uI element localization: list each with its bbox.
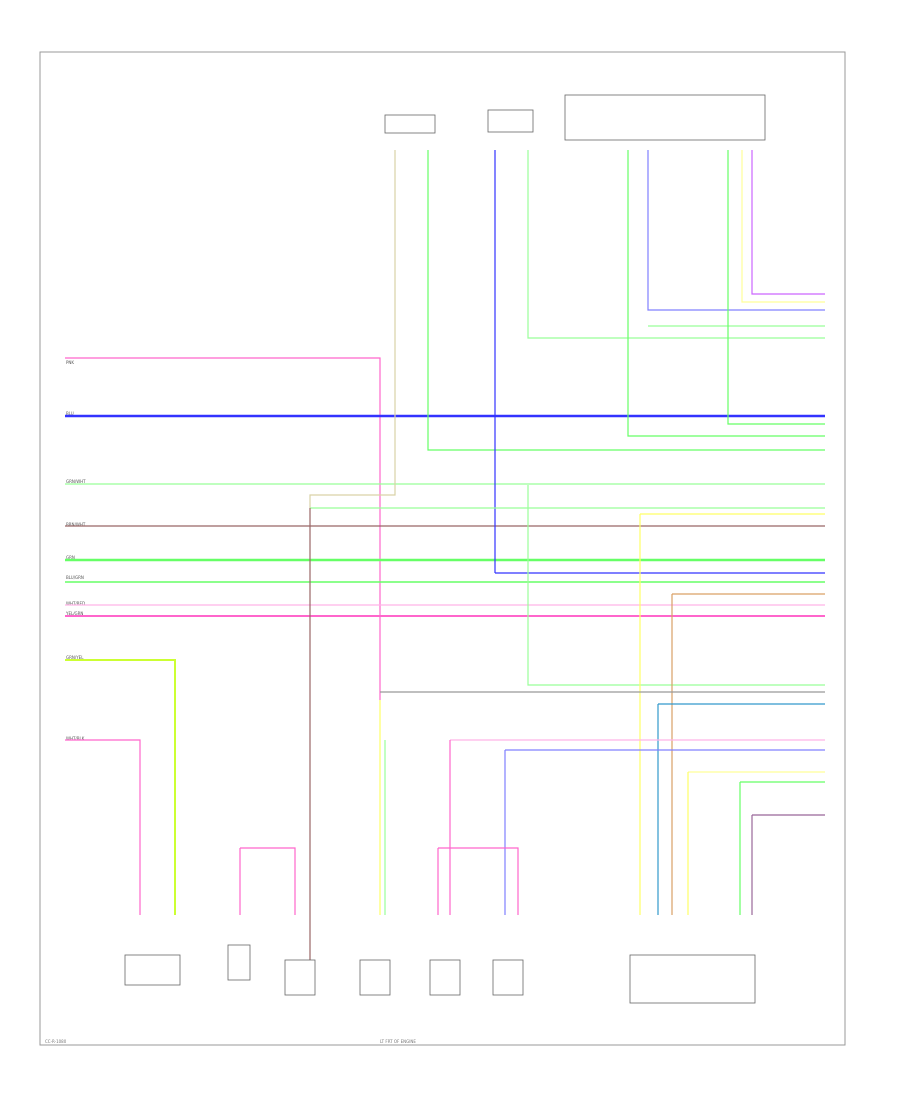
- wire-wht-blk: [65, 739, 141, 915]
- wire-label-brn-wht: BRN/WHT: [66, 522, 86, 527]
- component-bottom-1: [124, 954, 181, 986]
- component-bottom-2: [227, 944, 251, 981]
- component-top-b: [487, 109, 534, 133]
- ground-label: LT FRT OF ENGINE: [380, 1039, 416, 1044]
- wire-label-wht-red: WHT/RED: [66, 601, 85, 606]
- component-bottom-7: [629, 954, 756, 1004]
- bottom-components: [124, 944, 756, 1004]
- wire-label-yel-grn: YEL/GRN: [65, 611, 83, 616]
- horizontal-wires: [65, 357, 825, 915]
- wire-label-grn-wht: GRN/WHT: [66, 479, 86, 484]
- wire-label-blu: BLU: [66, 411, 74, 416]
- wire-label-grn: GRN: [66, 555, 75, 560]
- wire-label-wht-blk: WHT/BLK: [66, 736, 85, 741]
- wire-label-pnk: PNK: [66, 360, 74, 365]
- left-wire-labels: PNK BLU GRN/WHT BRN/WHT GRN BLU/GRN WHT/…: [65, 360, 86, 741]
- component-top-c: [564, 94, 766, 141]
- wire-label-blu-grn: BLU/GRN: [66, 575, 84, 580]
- component-bottom-6: [492, 959, 524, 996]
- component-bottom-4: [359, 959, 391, 996]
- top-components: [384, 94, 766, 141]
- wire-grn-yel: [65, 659, 176, 915]
- component-bottom-3: [284, 959, 316, 996]
- diagram-frame: [39, 51, 846, 1046]
- wire-label-grn-yel: GRN/YEL: [66, 655, 84, 660]
- diagram-code: CC-R-1080: [45, 1039, 67, 1044]
- wire-pnk: [65, 357, 381, 700]
- vertical-wires: [239, 150, 825, 960]
- component-top-a: [384, 114, 436, 134]
- component-bottom-5: [429, 959, 461, 996]
